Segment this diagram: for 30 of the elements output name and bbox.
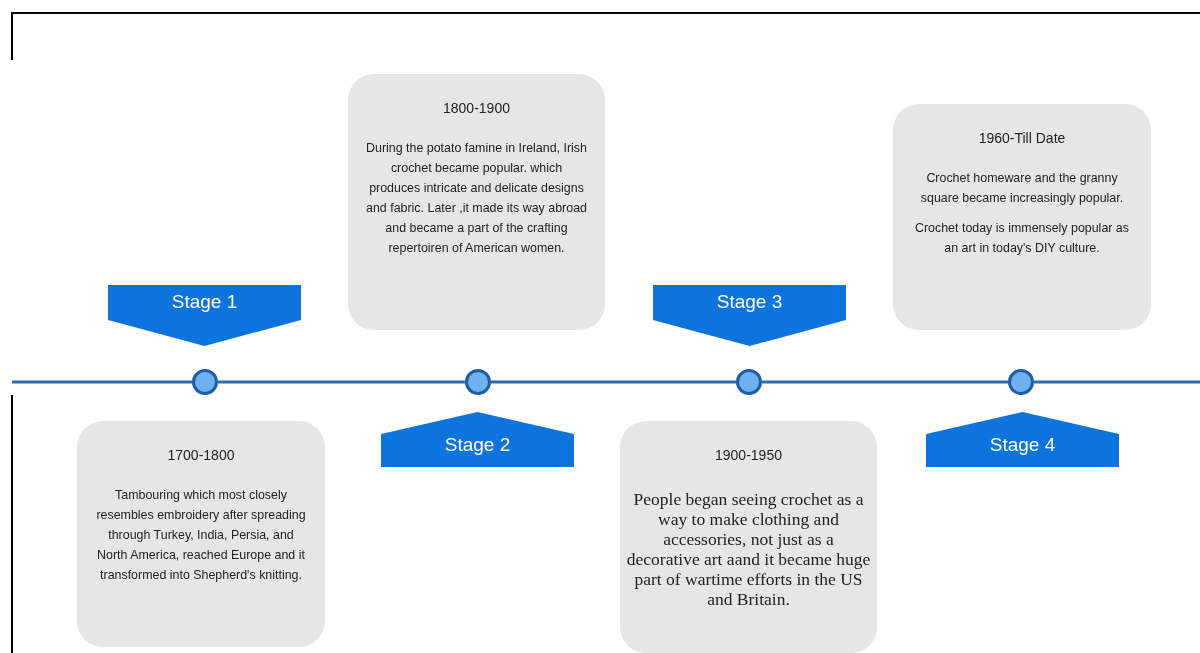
description-text: Crochet homeware and the granny square became increasingly popular.: [919, 169, 1125, 207]
description-text: During the potato famine in Ireland, Irish crochet became popular. which produces intricate and delicate designs and fabric. Later ,it made its way abroad and became a part of the crafting repertoiren of American women.: [365, 139, 588, 257]
timeline-line: [762, 380, 1008, 384]
date-range: 1960-Till Date: [978, 130, 1066, 146]
event-card: [620, 421, 877, 653]
date-range: 1700-1800: [167, 447, 235, 463]
timeline-marker: [736, 369, 762, 395]
event-card: [348, 74, 605, 330]
stage-label: Stage 4: [988, 434, 1057, 456]
event-card: [893, 104, 1151, 330]
description-text: Tambouring which most closely resembles embroidery after spreading through Turkey, India, Persia, and North America, reached Europe and it transformed into Shepherd's knitting.: [95, 486, 307, 584]
timeline-line: [491, 380, 736, 384]
stage-label: Stage 1: [170, 291, 239, 313]
timeline-line: [218, 380, 465, 384]
description-text: People began seeing crochet as a way to make clothing and accessories, not just as a decorative art aand it became huge part of wartime efforts in the US and Britain.: [626, 489, 871, 609]
timeline-marker: [465, 369, 491, 395]
timeline-marker: [1008, 369, 1034, 395]
stage-label: Stage 2: [443, 434, 512, 456]
timeline-line: [12, 380, 192, 384]
description-text: Crochet today is immensely popular as an art in today's DIY culture.: [914, 219, 1130, 257]
timeline-marker: [192, 369, 218, 395]
stage-banner: [926, 412, 1119, 467]
event-card: [77, 421, 325, 647]
stage-label: Stage 3: [715, 291, 784, 313]
date-range: 1900-1950: [715, 447, 782, 463]
stage-banner: [381, 412, 574, 467]
stage-banner: [653, 285, 846, 346]
date-range: 1800-1900: [443, 100, 510, 116]
stage-banner: [108, 285, 301, 346]
timeline-line: [1034, 380, 1200, 384]
